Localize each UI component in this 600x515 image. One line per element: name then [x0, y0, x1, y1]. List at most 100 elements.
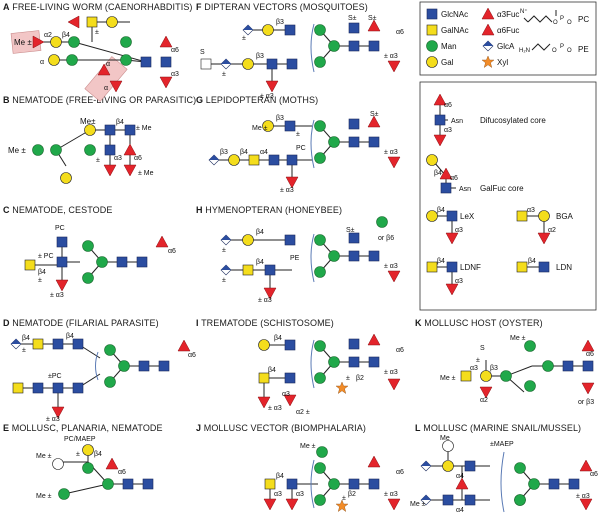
- svg-text:±: ±: [222, 247, 226, 254]
- svg-text:α4: α4: [456, 507, 464, 514]
- pc-structure-icon: N⁺ O P O PC: [520, 8, 589, 26]
- svg-text:α6: α6: [396, 29, 404, 36]
- svg-text:Xyl: Xyl: [497, 58, 508, 67]
- svg-text:±: ±: [96, 157, 100, 164]
- svg-text:β4: β4: [276, 473, 284, 480]
- svg-text:± α3: ± α3: [260, 93, 274, 100]
- svg-text:PC: PC: [578, 15, 589, 24]
- svg-text:β4: β4: [116, 119, 124, 126]
- svg-text:GalFuc core: GalFuc core: [480, 184, 524, 193]
- svg-text:S±: S±: [346, 227, 355, 234]
- svg-text:β4: β4: [94, 451, 102, 458]
- svg-text:±: ±: [38, 277, 42, 284]
- svg-text:α3: α3: [444, 127, 452, 134]
- glycan-a: Me ± α2 β4 ± α α α α6 α3: [10, 15, 179, 102]
- svg-text:PC/MAEP: PC/MAEP: [64, 436, 96, 443]
- svg-text:β2: β2: [356, 375, 364, 382]
- svg-text:or β6: or β6: [378, 235, 394, 242]
- legend-glcnac: GlcNAc: [426, 8, 468, 20]
- svg-text:GalNAc: GalNAc: [441, 26, 469, 35]
- svg-text:± α3: ± α3: [50, 292, 64, 299]
- svg-text:α2: α2: [480, 397, 488, 404]
- svg-text:O: O: [553, 20, 558, 26]
- svg-text:± α3: ± α3: [384, 149, 398, 156]
- glycan-i: β4 β4 α3 ± α3 α2 ± ± β2 α6 ± α3: [257, 333, 404, 416]
- svg-text:β4: β4: [437, 207, 445, 214]
- svg-text:α6: α6: [590, 471, 598, 478]
- svg-text:± α3: ± α3: [384, 491, 398, 498]
- svg-text:α6: α6: [444, 102, 452, 109]
- svg-text:β3: β3: [256, 53, 264, 60]
- panel-title-c: C NEMATODE, CESTODE: [3, 205, 112, 215]
- panel-title-f: F DIPTERAN VECTORS (MOSQUITOES): [196, 2, 368, 12]
- svg-text:α6: α6: [586, 351, 594, 358]
- svg-text:β4: β4: [256, 259, 264, 266]
- svg-text:GlcA: GlcA: [497, 42, 515, 51]
- panel-title-l: L MOLLUSC (MARINE SNAIL/MUSSEL): [415, 423, 581, 433]
- svg-text:± α3: ± α3: [280, 187, 294, 194]
- svg-text:F DIPTERAN VECTORS (MOSQUITOES: F DIPTERAN VECTORS (MOSQUITOES): [196, 2, 368, 12]
- legend-motifs: α6 α3 Asn Difucosylated core β4 α6 Asn G…: [419, 81, 597, 311]
- svg-text:S±: S±: [348, 15, 357, 22]
- svg-text:± α3: ± α3: [258, 297, 272, 304]
- glycan-l: Me α4 Me ± α4 ±MAEP α6 ± α3: [410, 435, 598, 514]
- svg-text:O: O: [567, 48, 572, 54]
- svg-text:± α3: ± α3: [384, 263, 398, 270]
- svg-text:±: ±: [242, 35, 246, 42]
- svg-text:Gal: Gal: [441, 58, 454, 67]
- svg-text:α3: α3: [282, 391, 290, 398]
- svg-text:C NEMATODE, CESTODE: C NEMATODE, CESTODE: [3, 205, 112, 215]
- svg-text:± α3: ± α3: [384, 53, 398, 60]
- svg-text:± α3: ± α3: [384, 369, 398, 376]
- legend-a6fuc: α6Fuc: [481, 23, 519, 36]
- svg-text:α6Fuc: α6Fuc: [497, 26, 519, 35]
- svg-text:α4: α4: [260, 149, 268, 156]
- svg-text:α: α: [40, 59, 44, 66]
- svg-text:α: α: [106, 61, 110, 68]
- svg-text:Difucosylated core: Difucosylated core: [480, 116, 546, 125]
- motif-ldnf: β4 α3 LDNF: [426, 258, 481, 296]
- svg-text:α3: α3: [114, 155, 122, 162]
- svg-text:E MOLLUSC, PLANARIA, NEMATODE: E MOLLUSC, PLANARIA, NEMATODE: [3, 423, 163, 433]
- svg-text:Man: Man: [441, 42, 457, 51]
- svg-text:α3: α3: [455, 227, 463, 234]
- svg-text:J MOLLUSC VECTOR (BIOMPHALARIA: J MOLLUSC VECTOR (BIOMPHALARIA): [196, 423, 366, 433]
- svg-text:Me ±: Me ±: [8, 146, 26, 155]
- svg-text:H HYMENOPTERAN (HONEYBEE): H HYMENOPTERAN (HONEYBEE): [196, 205, 342, 215]
- svg-text:±MAEP: ±MAEP: [490, 441, 514, 448]
- svg-text:α6: α6: [450, 175, 458, 182]
- glycan-d: β4 ± β4 ±PC ± α3 α6: [10, 333, 196, 423]
- svg-text:α3: α3: [296, 491, 304, 498]
- legend-gal: Gal: [426, 56, 454, 68]
- svg-text:β4: β4: [66, 333, 74, 340]
- svg-text:Me ±: Me ±: [440, 375, 456, 382]
- glycan-k: S ± Me ± α3 β3 α2 Me ± α6 or β3: [440, 335, 595, 406]
- svg-text:β4: β4: [62, 32, 70, 39]
- panel-title-a: A FREE-LIVING WORM (CAENORHABDITIS): [3, 2, 193, 12]
- svg-text:β3: β3: [276, 115, 284, 122]
- svg-text:±: ±: [342, 495, 346, 502]
- motif-difucosylated-core: α6 α3 Asn Difucosylated core: [433, 93, 546, 147]
- svg-text:α3: α3: [470, 365, 478, 372]
- svg-text:α6: α6: [188, 352, 196, 359]
- legend-galnac: GalNAc: [426, 24, 469, 36]
- svg-text:α2: α2: [548, 227, 556, 234]
- glycan-j: β4 α3 α3 Me ± ± β2 α6 ± α3: [263, 443, 404, 512]
- svg-text:α2 ±: α2 ±: [296, 409, 310, 416]
- motif-ldn: β4 LDN: [516, 258, 572, 273]
- svg-text:α3: α3: [527, 207, 535, 214]
- svg-text:O: O: [552, 48, 557, 54]
- svg-text:Me: Me: [440, 435, 450, 442]
- motif-bga: α3 α2 BGA: [516, 207, 574, 245]
- svg-text:PC: PC: [296, 145, 306, 152]
- svg-text:± Me: ± Me: [138, 170, 154, 177]
- svg-text:BGA: BGA: [556, 212, 574, 221]
- svg-text:β4: β4: [22, 335, 30, 342]
- svg-text:A FREE-LIVING WORM (CAENORHABD: A FREE-LIVING WORM (CAENORHABDITIS): [3, 2, 193, 12]
- svg-text:Asn: Asn: [451, 118, 463, 125]
- svg-text:± α3: ± α3: [46, 416, 60, 423]
- svg-text:α6: α6: [396, 347, 404, 354]
- svg-text:Me ±: Me ±: [300, 443, 316, 450]
- svg-text:H₂N: H₂N: [519, 48, 530, 54]
- svg-text:β4: β4: [274, 335, 282, 342]
